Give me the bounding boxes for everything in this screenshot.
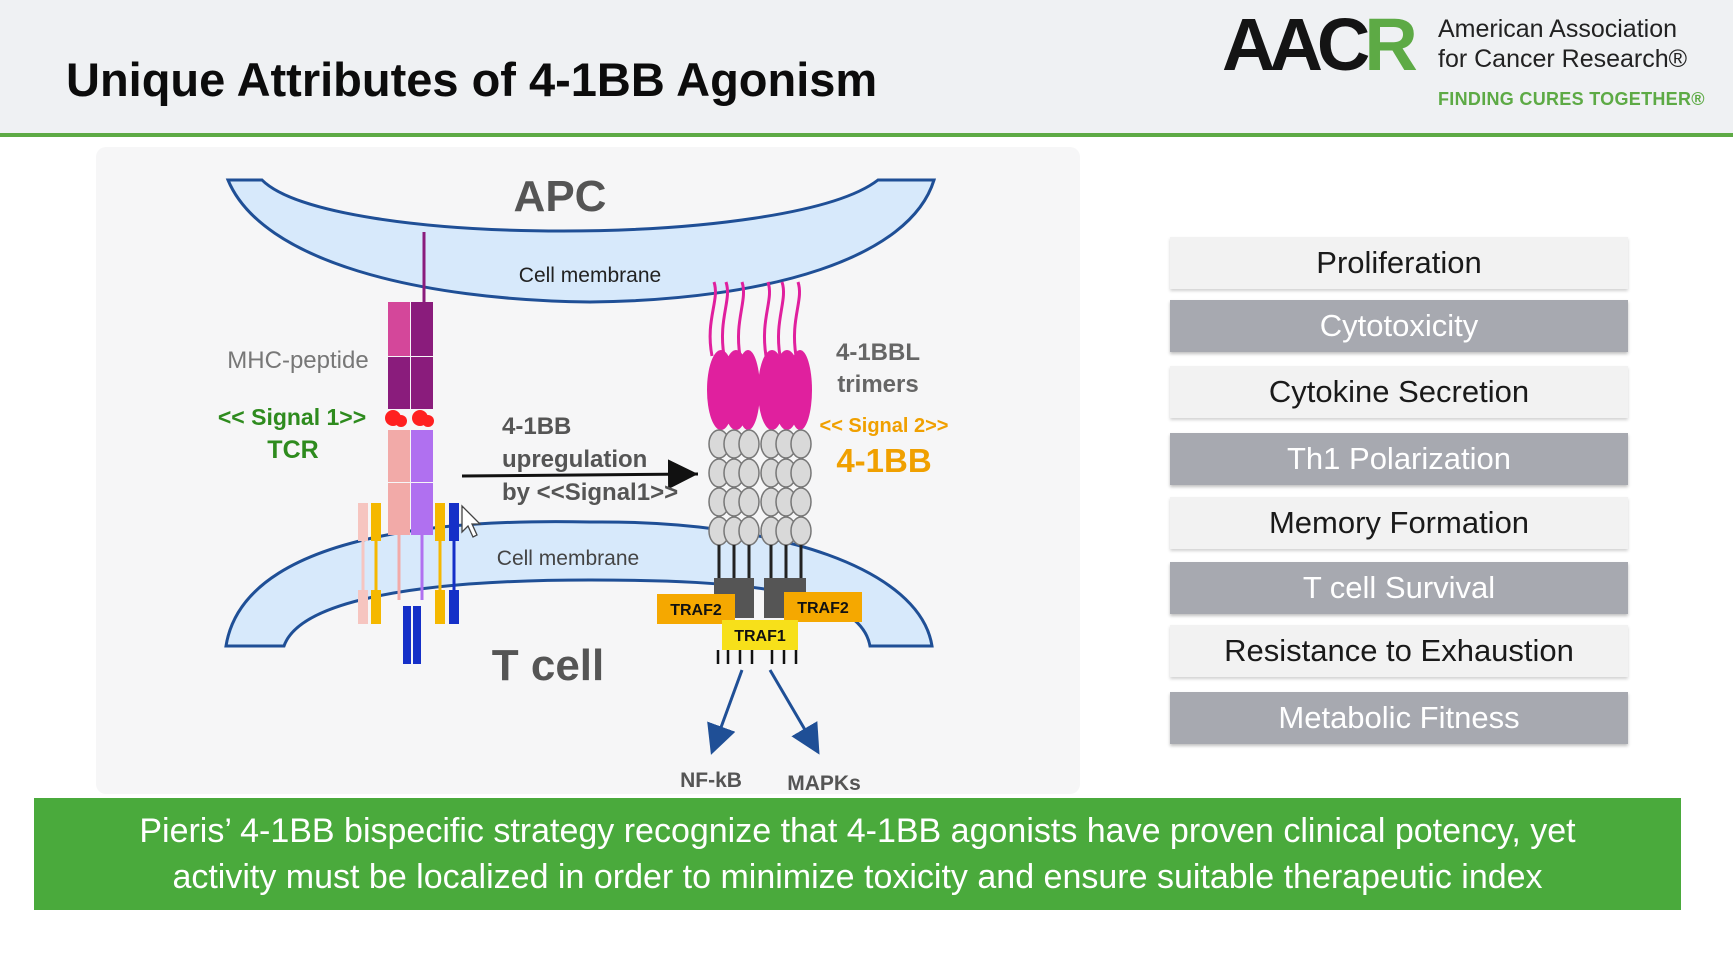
mapk-label: MAPKs xyxy=(787,772,861,795)
mhc-peptide-label: MHC-peptide xyxy=(227,347,368,374)
traf2-left-label: TRAF2 xyxy=(670,602,722,619)
nfkb-arrow xyxy=(707,669,744,755)
traf1-label: TRAF1 xyxy=(734,628,786,645)
attribute-th1-polarization: Th1 Polarization xyxy=(1170,433,1628,485)
apc-membrane-label: Cell membrane xyxy=(519,264,661,287)
ligand-label-line2: trimers xyxy=(837,371,918,398)
upregulation-line1: 4-1BB xyxy=(502,413,571,440)
traf1-box xyxy=(722,620,798,650)
ligand-trimer-left xyxy=(707,350,760,430)
apc-label: APC xyxy=(514,172,607,221)
receptor-transmembrane xyxy=(717,545,803,578)
traf2-right-label: TRAF2 xyxy=(797,600,849,617)
summary-banner: Pieris’ 4-1BB bispecific strategy recogn… xyxy=(34,798,1681,910)
upregulation-line2: upregulation xyxy=(502,446,647,473)
tcr-label: TCR xyxy=(267,436,318,464)
logo-mark-main: AAC xyxy=(1222,3,1370,86)
aacr-logo: AACR xyxy=(1222,2,1418,87)
logo-tagline: FINDING CURES TOGETHER® xyxy=(1438,89,1705,109)
mapk-arrow xyxy=(768,669,820,755)
summary-line-2: activity must be localized in order to m… xyxy=(172,858,1543,896)
tcell-label: T cell xyxy=(492,641,605,690)
upregulation-arrow xyxy=(461,459,699,490)
signal1-label: << Signal 1>> xyxy=(218,404,366,430)
ligand-trimer-right xyxy=(758,350,812,430)
slide-title: Unique Attributes of 4-1BB Agonism xyxy=(66,53,878,106)
ligand-label-line1: 4-1BBL xyxy=(836,339,920,366)
cursor-icon xyxy=(461,504,482,538)
logo-mark-accent: R xyxy=(1364,3,1418,86)
ligand-stalks xyxy=(708,281,801,357)
attribute-resistance-to-exhaustion: Resistance to Exhaustion xyxy=(1170,625,1628,677)
traf2-left-box xyxy=(657,594,735,624)
header-divider xyxy=(0,133,1733,137)
receptor-label: 4-1BB xyxy=(836,442,931,479)
peptide-contacts xyxy=(385,410,434,427)
attribute-t-cell-survival: T cell Survival xyxy=(1170,562,1628,614)
attribute-cytotoxicity: Cytotoxicity xyxy=(1170,300,1628,352)
attribute-cytokine-secretion: Cytokine Secretion xyxy=(1170,366,1628,418)
slide-header xyxy=(0,0,1733,133)
receptor-trimer-left xyxy=(708,429,760,546)
upregulation-line3: by <<Signal1>> xyxy=(502,479,678,506)
logo-org-line1: American Association xyxy=(1438,15,1678,43)
attribute-proliferation: Proliferation xyxy=(1170,237,1628,289)
logo-org-line2: for Cancer Research® xyxy=(1438,45,1688,73)
traf2-right-box xyxy=(784,592,862,622)
tcr-complex xyxy=(358,430,459,664)
mhc-peptide-complex xyxy=(388,232,433,409)
summary-line-1: Pieris’ 4-1BB bispecific strategy recogn… xyxy=(139,812,1576,850)
attribute-memory-formation: Memory Formation xyxy=(1170,497,1628,549)
traf-tails xyxy=(716,650,798,664)
signal2-label: << Signal 2>> xyxy=(820,415,949,437)
apc-membrane xyxy=(225,178,937,304)
tcell-membrane-label: Cell membrane xyxy=(497,547,639,570)
nfkb-label: NF-kB xyxy=(680,769,742,792)
attribute-metabolic-fitness: Metabolic Fitness xyxy=(1170,692,1628,744)
receptor-trimer-right xyxy=(760,429,812,546)
tcell-membrane xyxy=(224,520,934,648)
